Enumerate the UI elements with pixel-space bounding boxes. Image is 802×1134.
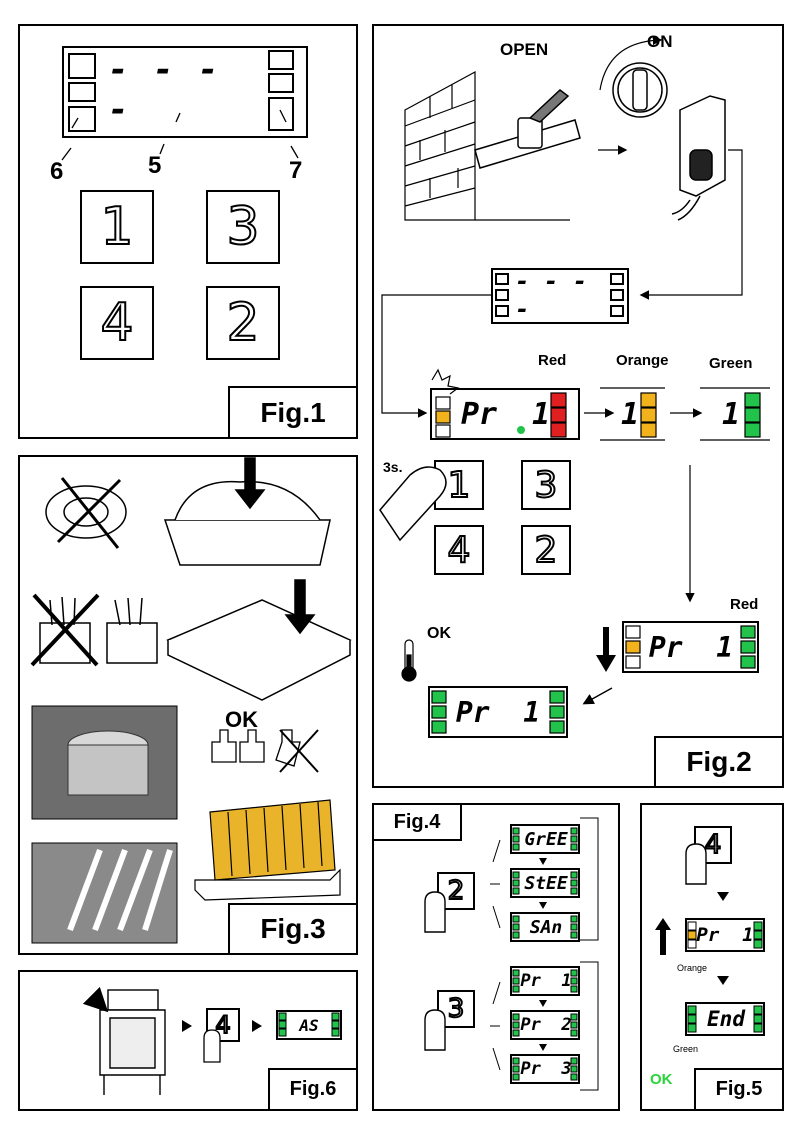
fig2-pr-display	[430, 388, 580, 440]
fig5-key-4[interactable]: 4	[694, 826, 732, 864]
fig2-display-text: - - - -	[515, 267, 607, 323]
fig2-press-time: 3s.	[383, 459, 403, 475]
fig2-ok-label: OK	[427, 625, 451, 642]
fig1-display-left-square-1	[68, 53, 96, 79]
fig5-pr1-text: Pr 1	[696, 921, 754, 949]
fig1-display-left-square-2	[68, 82, 96, 102]
fig5-label: Fig.5	[694, 1068, 784, 1111]
fig4-display-b2-text: Pr 2	[520, 1012, 572, 1038]
fig5-ok-label: OK	[650, 1071, 673, 1088]
fig1-display-right-square-3	[268, 97, 294, 131]
fig4-label: Fig.4	[372, 803, 462, 841]
fig2-green-label: Green	[709, 355, 753, 372]
fig3-label: Fig.3	[228, 903, 358, 955]
fig2-display-sq-l1	[495, 273, 509, 285]
fig1-display-left-square-3	[68, 106, 96, 132]
fig4-panel	[372, 803, 620, 1111]
fig2-orange-label: Orange	[616, 352, 669, 369]
fig4-display-a2-text: StEE	[520, 870, 572, 896]
fig2-pr-text: Pr	[454, 396, 504, 432]
fig4-display-b1-text: Pr 1	[520, 968, 572, 994]
fig5-orange-label: Orange	[677, 963, 708, 973]
fig4-key-2[interactable]: 2	[437, 872, 475, 910]
fig5-green-label: Green	[673, 1044, 699, 1054]
fig2-key-3[interactable]: 3	[521, 460, 571, 510]
fig2-red-label: Red	[538, 352, 567, 369]
fig2-red2-label: Red	[730, 596, 759, 613]
fig2-display-sq-r3	[610, 305, 624, 317]
fig1-label: Fig.1	[228, 386, 358, 439]
fig4-display-b3-text: Pr 3	[520, 1056, 572, 1082]
fig6-key-4[interactable]: 4	[206, 1008, 240, 1042]
fig6-display-text: AS	[288, 1012, 330, 1038]
fig2-on-label: ON	[647, 32, 673, 51]
fig2-pr1-text-green: Pr 1	[452, 693, 544, 731]
fig2-key-1[interactable]: 1	[434, 460, 484, 510]
fig5-end-text: End	[700, 1005, 752, 1033]
fig2-key-2[interactable]: 2	[521, 525, 571, 575]
fig2-orange-one: 1	[620, 396, 640, 432]
fig1-display-right-square-1	[268, 50, 294, 70]
fig1-display-right-square-2	[268, 73, 294, 93]
fig1-key-2[interactable]: 2	[206, 286, 280, 360]
fig2-green-one: 1	[720, 396, 742, 432]
fig4-display-a1-text: GrEE	[520, 826, 572, 852]
fig5-panel	[640, 803, 784, 1111]
fig6-label: Fig.6	[268, 1068, 358, 1111]
fig4-display-a3-text: SAn	[520, 914, 572, 940]
fig2-display-sq-r2	[610, 289, 624, 301]
fig1-key-3[interactable]: 3	[206, 190, 280, 264]
fig2-open-label: OPEN	[500, 40, 549, 59]
fig2-key-4[interactable]: 4	[434, 525, 484, 575]
fig1-display-text: - - - -	[108, 50, 253, 130]
fig2-label: Fig.2	[654, 736, 784, 788]
fig1-key-4[interactable]: 4	[80, 286, 154, 360]
fig1-callout-6: 6	[50, 158, 64, 185]
fig3-ok-cutlery: OK	[118, 638, 141, 655]
fig4-key-3[interactable]: 3	[437, 990, 475, 1028]
fig2-display-sq-l3	[495, 305, 509, 317]
fig2-pr1-text-red: Pr 1	[645, 628, 737, 666]
fig3-ok-glasses: OK	[225, 707, 258, 732]
fig3-panel	[18, 455, 358, 955]
fig2-display-sq-l2	[495, 289, 509, 301]
fig2-pr-one: 1	[530, 396, 552, 432]
fig1-callout-7: 7	[289, 157, 303, 184]
fig1-key-1[interactable]: 1	[80, 190, 154, 264]
fig1-callout-5: 5	[148, 152, 162, 179]
fig2-display-sq-r1	[610, 273, 624, 285]
